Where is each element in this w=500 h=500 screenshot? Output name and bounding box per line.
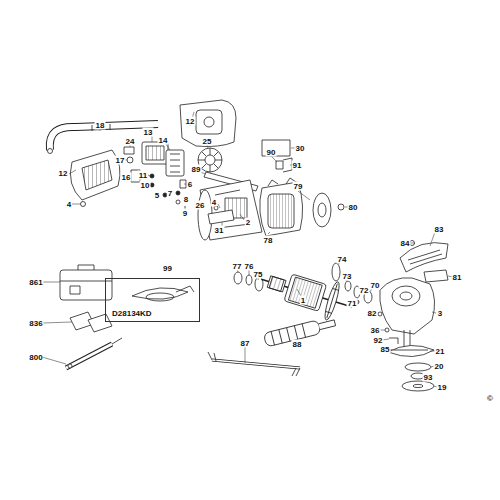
callout-number: 861 <box>28 278 43 287</box>
copyright-mark: © <box>486 394 494 403</box>
callout-number: 8 <box>183 195 189 204</box>
callout-number: 84 <box>400 239 411 248</box>
spanner <box>208 352 300 376</box>
callout-number: 4 <box>66 200 72 209</box>
callout-number: 82 <box>367 309 378 318</box>
callout-number: 30 <box>295 144 306 153</box>
callout-number: 36 <box>370 326 381 335</box>
callout-number: 26 <box>195 201 206 210</box>
callout-number: 70 <box>370 281 381 290</box>
armature <box>255 260 358 326</box>
callout-number: 21 <box>435 347 446 356</box>
callout-number: 6 <box>187 180 193 189</box>
callout-number: 17 <box>115 156 126 165</box>
callout-number: 1 <box>300 296 306 305</box>
callout-number: 11 <box>138 171 148 180</box>
callout-number: 13 <box>143 128 154 137</box>
callout-number: 4 <box>211 198 217 207</box>
callout-number: 91 <box>292 161 303 170</box>
guard-kit <box>132 286 194 301</box>
callout-number: 836 <box>28 319 43 328</box>
callout-number: 20 <box>434 362 445 371</box>
motor-housing <box>198 180 262 240</box>
callout-number: 2 <box>245 218 251 227</box>
model-code: D28134KD <box>111 309 153 318</box>
callout-number: 10 <box>140 181 151 190</box>
callout-number: 31 <box>214 226 225 235</box>
callout-number: 7 <box>167 189 173 198</box>
callout-number: 90 <box>266 148 277 157</box>
callout-number: 14 <box>158 136 169 145</box>
callout-number: 24 <box>125 137 136 146</box>
kit-frame: 99D28134KD <box>105 278 200 322</box>
callout-number: 92 <box>373 336 384 345</box>
callout-number: 5 <box>154 191 160 200</box>
callout-number: 71 <box>347 299 358 308</box>
callout-number: 77 <box>232 262 243 271</box>
callout-number: 80 <box>348 203 359 212</box>
callout-number: 89 <box>191 165 202 174</box>
callout-number: 12 <box>185 117 196 126</box>
callout-number: 78 <box>263 236 274 245</box>
callout-number: 81 <box>452 273 463 282</box>
callout-number: 16 <box>121 173 132 182</box>
callout-number: 18 <box>95 121 106 130</box>
callout-number: 88 <box>292 340 303 349</box>
callout-number: 93 <box>423 373 434 382</box>
callout-number: 74 <box>337 255 348 264</box>
stator <box>260 178 303 236</box>
callout-number: 99 <box>162 264 173 273</box>
callout-number: 87 <box>240 339 251 348</box>
service-tool <box>66 338 122 368</box>
callout-number: 73 <box>342 272 353 281</box>
callout-number: 25 <box>202 137 213 146</box>
callout-number: 79 <box>293 182 304 191</box>
leader-lines <box>42 112 453 387</box>
callout-number: 800 <box>28 353 43 362</box>
callout-number: 72 <box>359 286 370 295</box>
callout-number: 85 <box>380 345 391 354</box>
callout-number: 3 <box>437 309 443 318</box>
callout-number: 12 <box>58 169 69 178</box>
callout-number: 75 <box>253 270 264 279</box>
callout-number: 19 <box>437 383 448 392</box>
callout-number: 9 <box>182 209 188 218</box>
callout-number: 83 <box>434 225 445 234</box>
